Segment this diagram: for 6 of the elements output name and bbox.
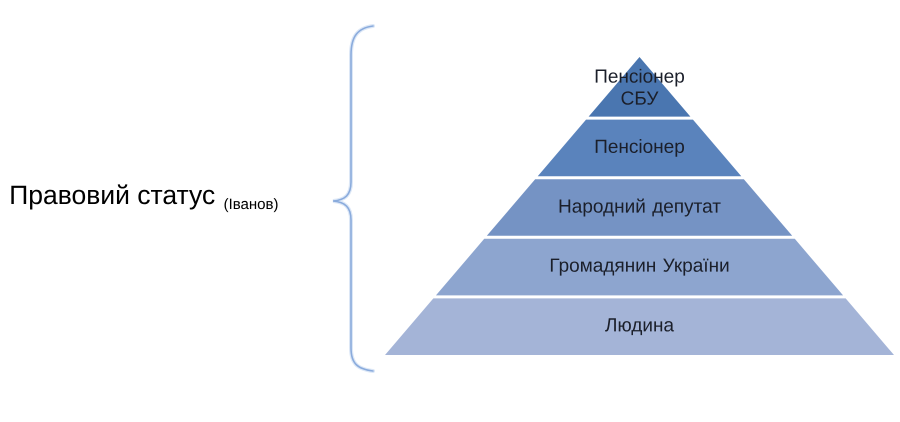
pyramid-layer: Пенсіонер	[538, 120, 742, 176]
pyramid-layer: Народний депутат	[486, 179, 792, 236]
name-note: (Іванов)	[224, 198, 278, 212]
pyramid-layer: Людина	[385, 298, 894, 355]
status-label: Правовий статус	[11, 184, 214, 210]
pyramid-layer: Громадянин України	[436, 238, 844, 296]
